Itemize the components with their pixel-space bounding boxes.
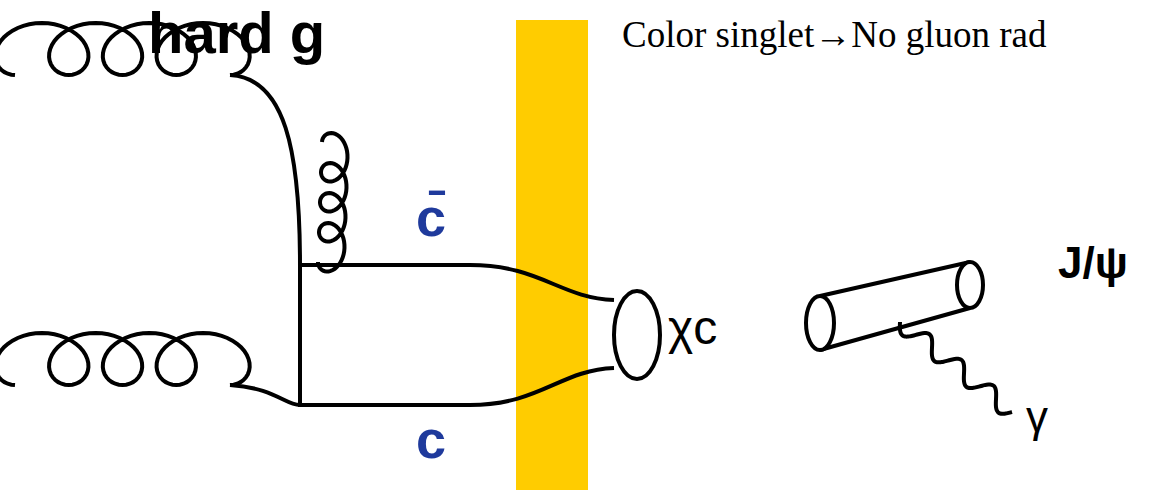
tube-ellipse xyxy=(806,296,834,350)
gluon-label: hard g xyxy=(148,0,325,67)
jpsi-tube xyxy=(820,262,970,350)
quark-label: c̄ xyxy=(416,186,446,248)
chic-ellipse xyxy=(614,291,660,379)
gluon-line xyxy=(230,75,300,265)
gluon-line xyxy=(0,333,250,385)
jpsi-ellipse xyxy=(957,262,983,308)
state-label: χc xyxy=(668,300,717,355)
quark-label: c xyxy=(416,408,446,470)
photon-line xyxy=(900,322,1012,414)
charm-line xyxy=(300,368,614,405)
quark-propagator xyxy=(298,263,302,407)
state-label: J/ψ xyxy=(1058,238,1128,289)
hard-gluon xyxy=(318,133,347,271)
gluon-line xyxy=(230,385,300,405)
anticharm-line xyxy=(300,265,614,300)
annotation-note: Color singlet→No gluon rad xyxy=(622,14,1046,57)
photon-label: γ xyxy=(1026,392,1048,443)
hadronization-band xyxy=(516,20,588,490)
